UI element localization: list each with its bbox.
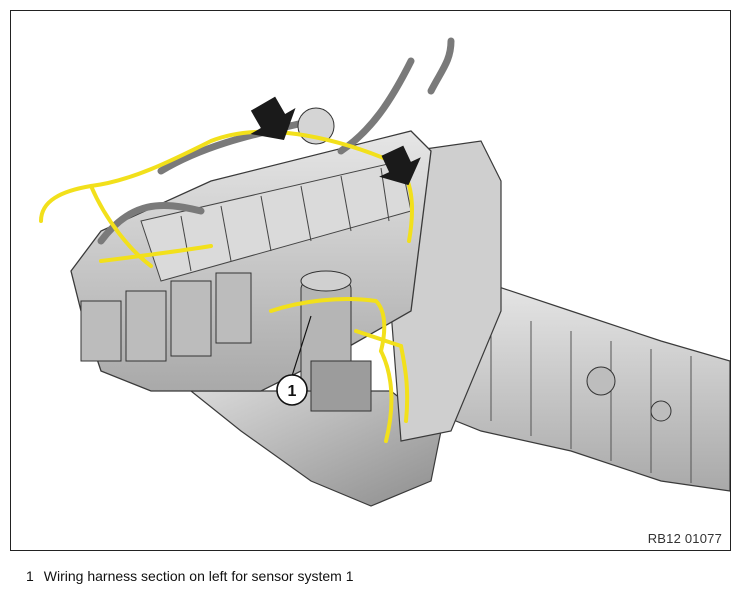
transmission-bolt: [650, 400, 672, 422]
figure-reference-code: RB12 01077: [647, 531, 722, 546]
indicator-arrows: [250, 96, 421, 186]
oil-filter-housing: [300, 270, 372, 412]
legend-text: Wiring harness section on left for senso…: [43, 568, 354, 584]
transmission-bolt: [586, 366, 616, 396]
legend-number: 1: [26, 568, 34, 584]
arrow-down-icon: [250, 96, 296, 141]
arrow-down-icon: [379, 145, 421, 186]
legend-item: 1 Wiring harness section on left for sen…: [26, 568, 353, 584]
engine-illustration: 1: [39, 37, 730, 507]
callout-number: 1: [288, 383, 297, 400]
lower-housings: [80, 272, 252, 362]
callout-1: 1: [276, 315, 312, 406]
illustration-frame: 1 RB12 01077: [10, 10, 731, 551]
